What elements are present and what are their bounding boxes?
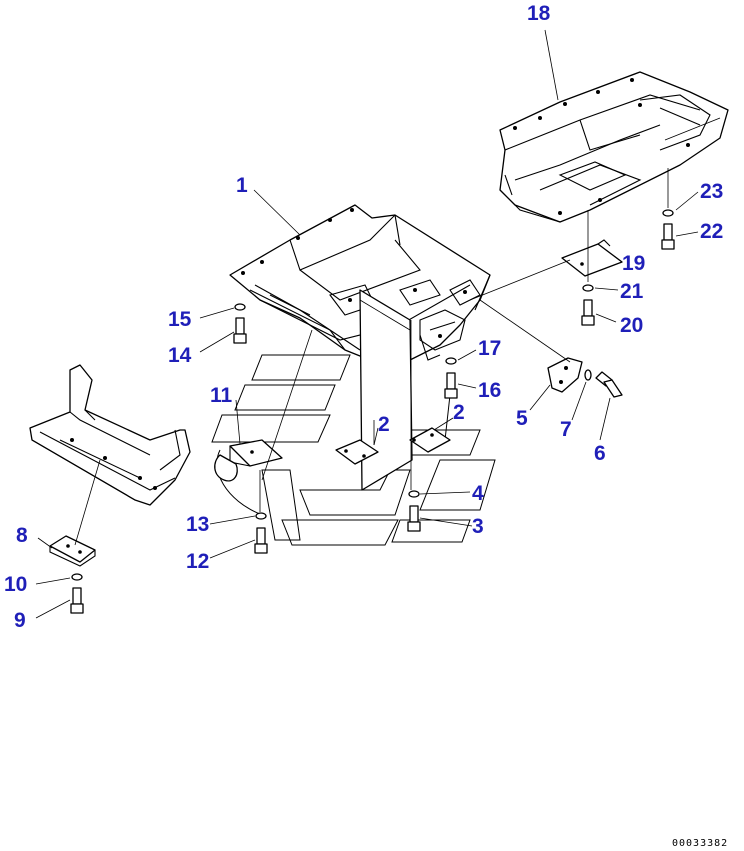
label-part-18: 18 <box>527 2 551 25</box>
label-part-21: 21 <box>620 280 644 303</box>
bolt-part-9 <box>70 587 84 614</box>
label-part-4: 4 <box>472 482 484 505</box>
washer-part-17 <box>445 357 457 365</box>
washer-part-10 <box>71 573 83 581</box>
washer-part-4 <box>408 490 420 498</box>
bracket-part-2-right <box>409 427 451 453</box>
label-part-23: 23 <box>700 180 723 203</box>
assembly-lines <box>74 168 669 546</box>
part-labels: 1 18 23 22 19 21 20 15 14 17 16 11 2 2 5… <box>4 2 723 632</box>
side-panel <box>359 289 413 491</box>
label-part-7: 7 <box>560 418 572 441</box>
label-part-2-right: 2 <box>453 401 465 424</box>
label-part-15: 15 <box>168 308 192 331</box>
hinge-bracket-part-11 <box>214 439 283 482</box>
ghost-floor-outline <box>211 354 496 546</box>
label-part-1: 1 <box>236 174 248 197</box>
washer-part-13 <box>255 512 267 520</box>
drawing-number: 00033382 <box>672 838 728 849</box>
lower-frame <box>29 364 191 506</box>
bracket-part-5 <box>547 357 583 393</box>
label-part-17: 17 <box>478 337 501 360</box>
bolt-part-20 <box>581 299 595 326</box>
bolt-part-12 <box>254 527 268 554</box>
label-part-3: 3 <box>472 515 484 538</box>
upper-cover-part-18 <box>499 71 729 223</box>
bolt-part-3 <box>407 505 421 532</box>
bracket-plate-part-8 <box>49 535 96 567</box>
label-part-2-left: 2 <box>378 413 390 436</box>
label-part-8: 8 <box>16 524 28 547</box>
bolt-part-16 <box>444 372 458 399</box>
label-part-20: 20 <box>620 314 643 337</box>
label-part-11: 11 <box>210 384 233 407</box>
bolt-part-6 <box>595 371 623 398</box>
label-part-13: 13 <box>186 513 209 536</box>
washer-part-23 <box>662 209 674 217</box>
bracket-part-2-left <box>335 439 379 465</box>
plate-part-19 <box>561 239 623 277</box>
label-part-22: 22 <box>700 220 723 243</box>
label-part-14: 14 <box>168 344 192 367</box>
label-part-12: 12 <box>186 550 209 573</box>
washer-part-21 <box>582 284 594 292</box>
label-part-19: 19 <box>622 252 645 275</box>
label-part-9: 9 <box>14 609 26 632</box>
label-part-16: 16 <box>478 379 501 402</box>
label-part-10: 10 <box>4 573 27 596</box>
leader-lines <box>35 29 699 619</box>
washer-part-7 <box>584 369 592 381</box>
label-part-5: 5 <box>516 407 528 430</box>
washer-part-15 <box>234 303 246 311</box>
label-part-6: 6 <box>594 442 606 465</box>
bolt-part-22 <box>661 223 675 250</box>
floor-frame-part-1 <box>229 204 491 361</box>
bolt-part-14 <box>233 317 247 344</box>
